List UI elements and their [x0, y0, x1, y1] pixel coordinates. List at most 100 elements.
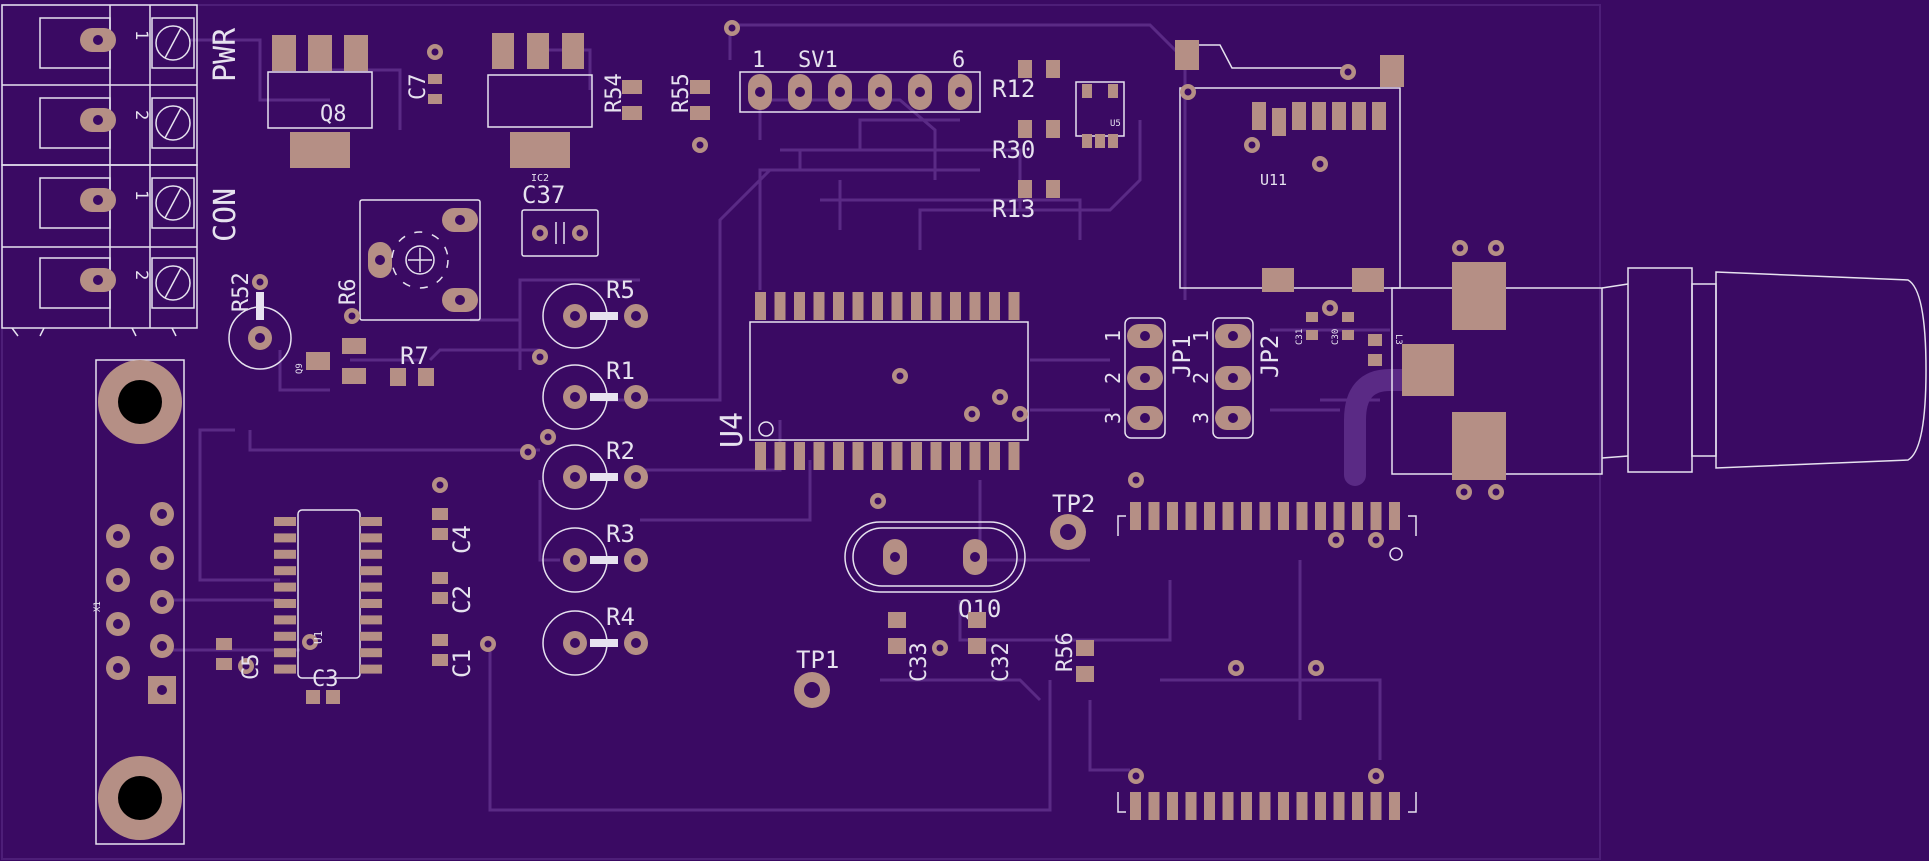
smd-pad — [1333, 792, 1345, 820]
component-r13[interactable]: R13 — [992, 180, 1060, 223]
component-u4[interactable]: U4 — [715, 292, 1029, 470]
ref-c31: C31 — [1295, 329, 1305, 345]
terminal-block-con[interactable]: 1 2 CON — [1, 164, 243, 329]
smd-pad — [360, 615, 382, 625]
ref-q9: Q9 — [295, 363, 305, 374]
pin-label: 1 — [1189, 330, 1213, 342]
smd-pad — [1278, 792, 1289, 820]
pin-label: 3 — [1189, 412, 1213, 424]
component-r3[interactable]: R3 — [542, 520, 648, 593]
component-q8[interactable]: Q8 — [267, 35, 373, 168]
component-c5[interactable]: C5 — [216, 638, 264, 680]
via — [724, 20, 740, 36]
smd-pad — [1296, 792, 1308, 820]
smd-pad — [891, 292, 903, 320]
smd-pad — [360, 549, 382, 559]
antenna-connector[interactable] — [1391, 240, 1927, 500]
component-r12[interactable]: R12 — [992, 60, 1060, 103]
smd-pad — [1222, 502, 1234, 530]
ref-c5: C5 — [239, 654, 264, 681]
smd-pad — [872, 292, 883, 320]
smd-pad — [360, 566, 382, 576]
ref-r56: R56 — [1053, 632, 1078, 672]
component-c1[interactable]: C1 — [432, 634, 496, 678]
via — [932, 640, 948, 656]
pin-label: 1 — [131, 190, 151, 200]
terminal-block-pwr[interactable]: 1 2 PWR — [1, 4, 243, 166]
smd-pad — [794, 442, 805, 470]
component-c7[interactable]: C7 — [406, 44, 443, 104]
connector-ffc-top[interactable] — [1117, 472, 1417, 561]
via — [344, 308, 360, 324]
component-r1[interactable]: R1 — [542, 357, 648, 430]
smd-pad — [274, 631, 296, 641]
component-l3[interactable]: L3 — [1368, 334, 1403, 366]
component-r52[interactable]: R52 — [228, 272, 292, 370]
component-r54[interactable]: R54 — [602, 73, 642, 120]
smd-pad — [1167, 792, 1178, 820]
component-u1[interactable]: U1 — [274, 509, 382, 679]
smd-pad — [274, 615, 296, 625]
ref-c3: C3 — [312, 667, 339, 692]
smd-pad — [774, 292, 786, 320]
component-c32[interactable]: C32 — [968, 612, 1014, 682]
component-u11[interactable]: U11 — [1175, 40, 1404, 292]
smd-pad — [360, 582, 382, 592]
ref-c4: C4 — [448, 525, 476, 554]
component-r4[interactable]: R4 — [542, 603, 648, 676]
ref-c1: C1 — [448, 649, 476, 678]
testpoint-tp1[interactable]: TP1 — [794, 646, 839, 708]
smd-pad — [1130, 792, 1141, 820]
component-c33[interactable]: C33 — [888, 612, 932, 682]
ref-r54: R54 — [602, 73, 627, 113]
via — [1322, 300, 1338, 316]
connector-x1[interactable]: X1 — [93, 359, 185, 845]
component-c4[interactable]: C4 — [432, 477, 476, 554]
ref-r4: R4 — [606, 603, 635, 631]
component-r5[interactable]: R5 — [542, 276, 648, 349]
component-r7[interactable]: R7 — [390, 342, 434, 386]
ref-l3: L3 — [1393, 334, 1403, 345]
component-u5[interactable]: U5 — [1075, 81, 1125, 148]
testpoint-tp2[interactable]: TP2 — [1050, 490, 1095, 550]
smd-pad — [969, 442, 981, 470]
board-outline — [1, 4, 1601, 860]
smd-pad — [813, 442, 825, 470]
smd-pad — [274, 664, 296, 674]
crystal-q10[interactable]: Q10 — [844, 493, 1026, 623]
smd-pad — [794, 292, 805, 320]
connector-ffc-bottom[interactable] — [1117, 768, 1417, 820]
smd-pad — [911, 292, 922, 320]
smd-pad — [1008, 292, 1020, 320]
component-r6[interactable]: R6 — [336, 199, 481, 321]
jumper-jp2[interactable]: 1 2 3 JP2 — [1189, 317, 1284, 439]
pin-label: 1 — [1101, 330, 1125, 342]
ref-u5: U5 — [1110, 119, 1121, 129]
component-c2[interactable]: C2 — [432, 572, 476, 614]
jumper-jp1[interactable]: 1 2 3 JP1 — [1101, 317, 1196, 439]
component-r30[interactable]: R30 — [992, 120, 1060, 164]
smd-pad — [1315, 792, 1326, 820]
component-c31[interactable]: C31 — [1295, 312, 1318, 345]
smd-pad — [1167, 502, 1178, 530]
smd-pad — [1352, 502, 1363, 530]
smd-pad — [274, 648, 296, 658]
ref-jp2: JP2 — [1256, 335, 1284, 378]
smd-pad — [274, 582, 296, 592]
component-r55[interactable]: R55 — [669, 73, 710, 153]
ref-r12: R12 — [992, 75, 1035, 103]
header-sv1[interactable]: 1 SV1 6 — [739, 48, 981, 113]
component-c3[interactable]: C3 — [306, 667, 340, 704]
component-c37[interactable]: C37 — [521, 181, 599, 257]
smd-pad — [1204, 502, 1215, 530]
smd-pad — [872, 442, 883, 470]
component-q9[interactable]: Q9 — [295, 338, 366, 384]
ref-sv1: SV1 — [798, 48, 838, 73]
component-c30[interactable]: C30 — [1331, 312, 1354, 345]
pin-label: 3 — [1101, 412, 1125, 424]
component-ic2[interactable]: IC2 — [487, 33, 593, 184]
component-r56[interactable]: R56 — [1053, 632, 1094, 682]
component-r2[interactable]: R2 — [542, 437, 648, 510]
smd-pad — [891, 442, 903, 470]
